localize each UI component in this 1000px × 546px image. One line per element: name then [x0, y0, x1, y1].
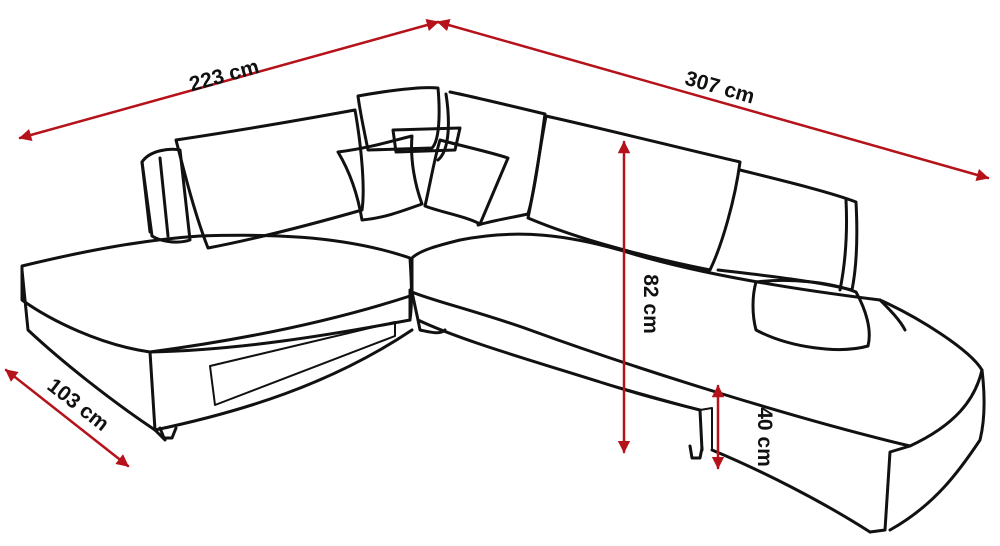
- label-back-height: 82 cm: [639, 274, 662, 334]
- dimension-arrow-left-width: [18, 18, 440, 142]
- label-seat-height: 40 cm: [753, 407, 776, 467]
- dimension-lines: [4, 18, 990, 470]
- label-left-width: 223 cm: [187, 55, 262, 96]
- sofa-outline: [20, 86, 986, 534]
- dimension-arrow-depth: [4, 368, 130, 468]
- dimension-arrow-right-width: [436, 19, 990, 181]
